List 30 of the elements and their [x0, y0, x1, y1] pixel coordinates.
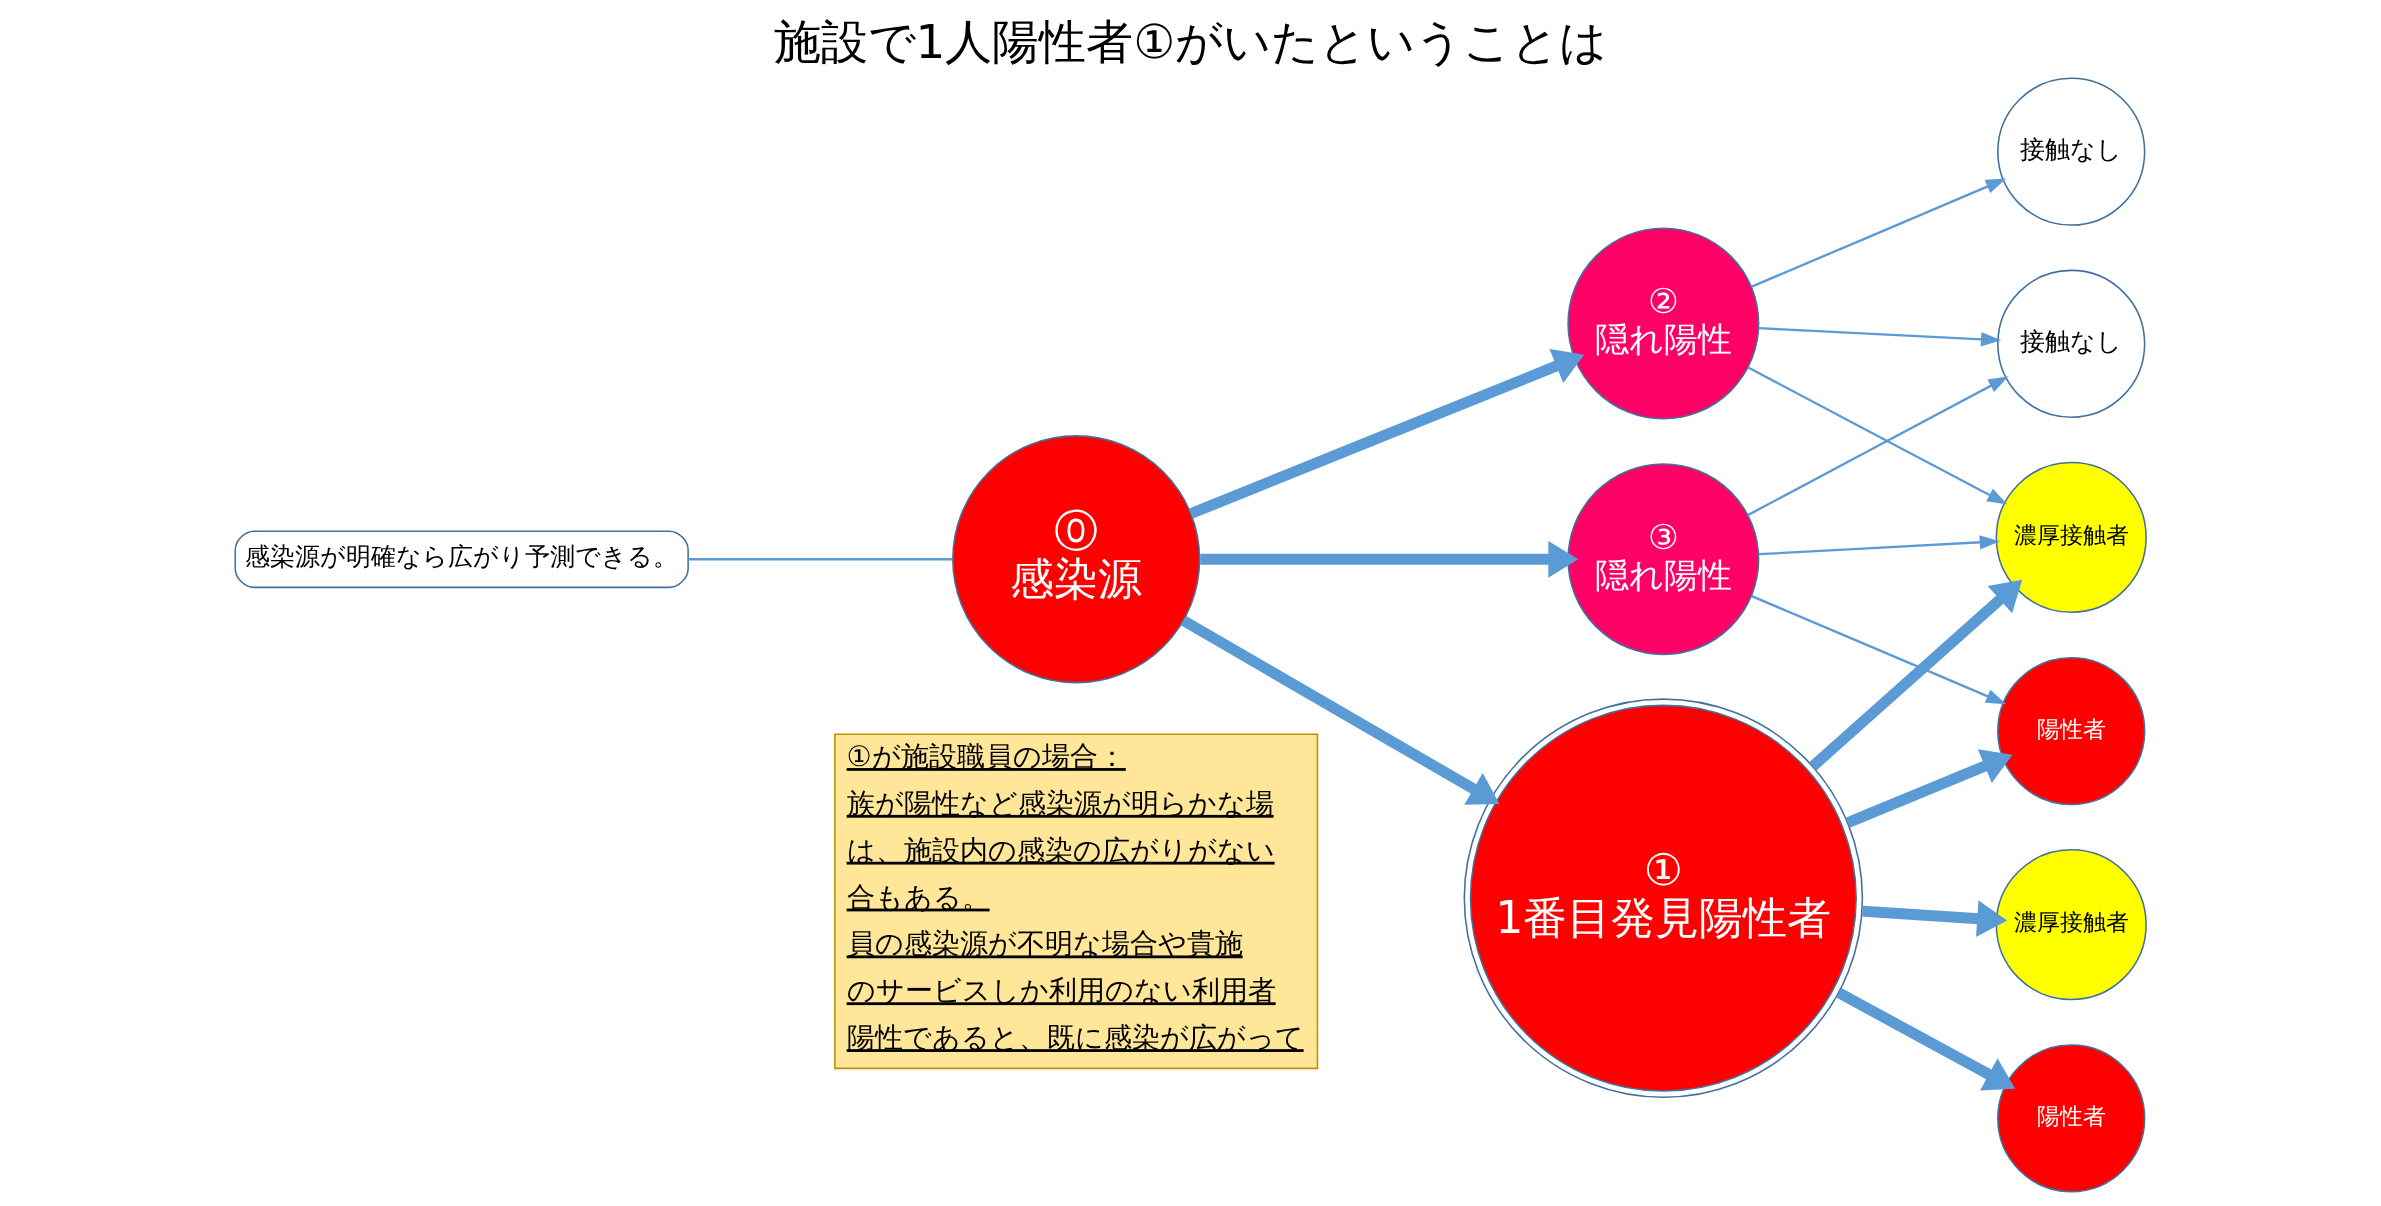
- node-circle: 濃厚接触者: [1995, 849, 2147, 1001]
- label: は、施設内の感染の広がりがない: [846, 833, 1275, 867]
- node-circle: 濃厚接触者: [1995, 461, 2147, 614]
- node-circle: 接触なし: [1997, 77, 2146, 226]
- arrow: [1758, 535, 2001, 556]
- arrow: [1189, 349, 1585, 519]
- arrow: [1845, 749, 2013, 828]
- node-circle: ⓪ 感染源: [952, 435, 1201, 684]
- label: 族が陽性など感染源が明らかな場: [846, 786, 1274, 820]
- arrow: [1836, 988, 2016, 1091]
- node-box: 感染源が明確なら広がり予測できる。: [234, 530, 689, 589]
- connector: [688, 558, 953, 561]
- arrow: [1758, 327, 2002, 347]
- node-circle: ② 隠れ陽性: [1567, 227, 1760, 420]
- arrow: [1180, 615, 1500, 805]
- label: ①が施設職員の場合：: [846, 740, 1126, 774]
- node-circle: ③ 隠れ陽性: [1567, 463, 1760, 656]
- node-circle: 陽性者: [1997, 656, 2146, 806]
- arrow: [1751, 178, 2007, 288]
- diagram-title: 施設で1人陽性者①がいたということは: [773, 14, 1608, 69]
- node-circle: 陽性者: [1997, 1044, 2146, 1193]
- arrow: [1200, 540, 1579, 578]
- label: 陽性であると、既に感染が広がって: [846, 1021, 1304, 1055]
- arrow: [1862, 900, 2008, 937]
- arrow: [1809, 579, 2023, 771]
- node-circle: 接触なし: [1997, 269, 2146, 418]
- label: 合もある。: [846, 880, 990, 914]
- arrow: [1751, 595, 2007, 705]
- label: のサービスしか利用のない利用者: [846, 974, 1276, 1008]
- label: 員の感染源が不明な場合や貴施: [846, 927, 1243, 961]
